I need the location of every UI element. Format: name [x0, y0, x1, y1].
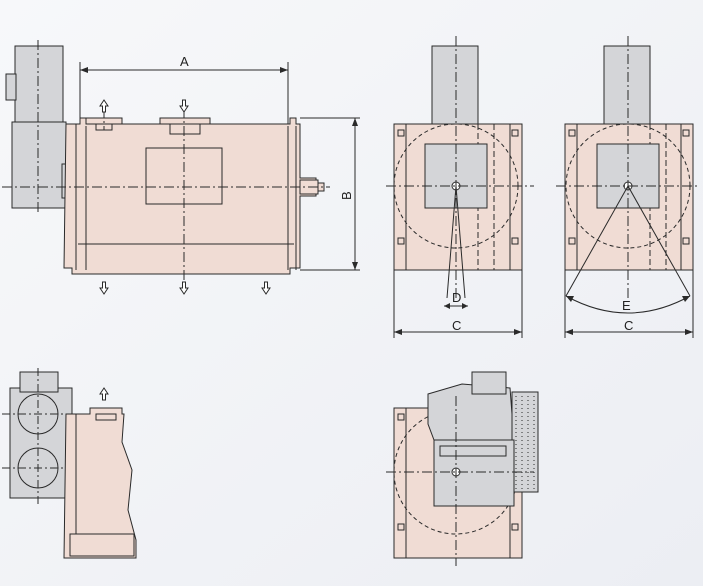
hollow-arrow-down-icon: [179, 281, 189, 295]
dimension-c-label-front: C: [452, 318, 461, 333]
dimension-d-label: D: [452, 290, 461, 305]
hollow-arrow-down-icon: [99, 281, 109, 295]
mixer-trough-profile: [63, 407, 137, 559]
dimension-b-label: B: [339, 191, 354, 200]
gear-motor-housing: [14, 45, 64, 125]
motor-upper: [431, 45, 479, 125]
side-elevation-view: [2, 40, 360, 286]
dimension-a-label: A: [180, 54, 189, 69]
side-section-view: [2, 368, 137, 559]
motor-terminal-box: [5, 73, 17, 101]
hollow-arrow-down-icon: [261, 281, 271, 295]
end-view-side-motor: [386, 371, 539, 566]
gearbox-housing: [11, 121, 67, 209]
gear-motor-double: [9, 387, 73, 499]
end-view-opening-e: [556, 36, 700, 338]
dimension-e-label: E: [622, 298, 631, 313]
side-view-flow-arrows: [99, 99, 271, 295]
dimension-c-label-right: C: [624, 318, 633, 333]
hollow-arrow-down-icon: [179, 99, 189, 113]
end-view-discharge-d: [386, 36, 534, 338]
inlet-nozzle-center: [159, 117, 211, 125]
hollow-arrow-up-icon: [99, 387, 109, 401]
hollow-arrow-up-icon: [99, 99, 109, 113]
motor-upper: [603, 45, 651, 125]
